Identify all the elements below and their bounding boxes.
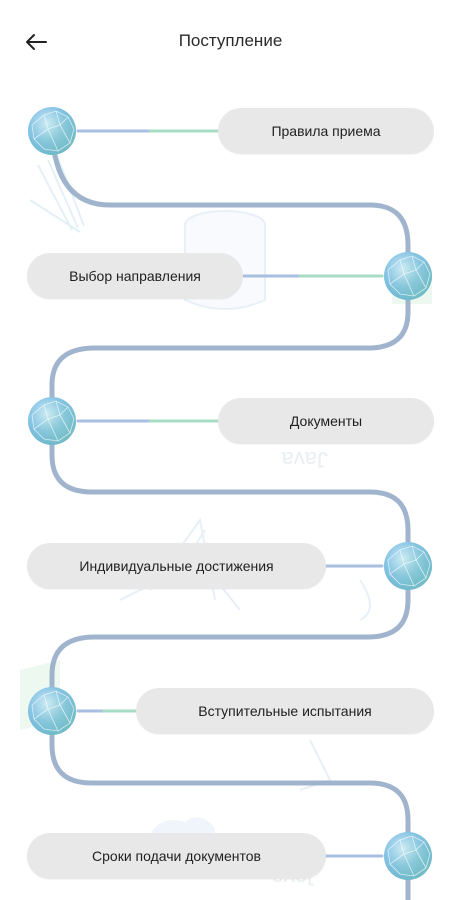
step-rules-button[interactable]: Правила приема (218, 108, 434, 154)
step-exams-button[interactable]: Вступительные испытания (136, 688, 434, 734)
step-label: Документы (289, 413, 363, 429)
step-marker-globe-icon (382, 830, 434, 882)
background-word: Java (281, 447, 328, 472)
figure-illustration-icon (299, 579, 371, 791)
step-marker-globe-icon (382, 540, 434, 592)
step-label: Сроки подачи документов (92, 848, 261, 864)
app-header: Поступление (0, 0, 461, 82)
page-title: Поступление (178, 31, 283, 50)
step-marker-globe-icon (26, 685, 78, 737)
step-label: Правила приема (271, 123, 381, 139)
step-documents-button[interactable]: Документы (218, 398, 434, 444)
step-achievements-button[interactable]: Индивидуальные достижения (27, 543, 326, 589)
step-marker-globe-icon (26, 395, 78, 447)
step-marker-globe-icon (26, 105, 78, 157)
arrow-left-icon (26, 34, 47, 50)
step-label: Вступительные испытания (198, 703, 372, 719)
step-connectors (76, 129, 384, 858)
step-label: Индивидуальные достижения (79, 558, 274, 574)
step-marker-globe-icon (382, 250, 434, 302)
step-direction-button[interactable]: Выбор направления (27, 253, 243, 299)
step-label: Выбор направления (69, 268, 201, 284)
back-button[interactable] (22, 28, 50, 56)
step-deadlines-button[interactable]: Сроки подачи документов (27, 833, 326, 879)
